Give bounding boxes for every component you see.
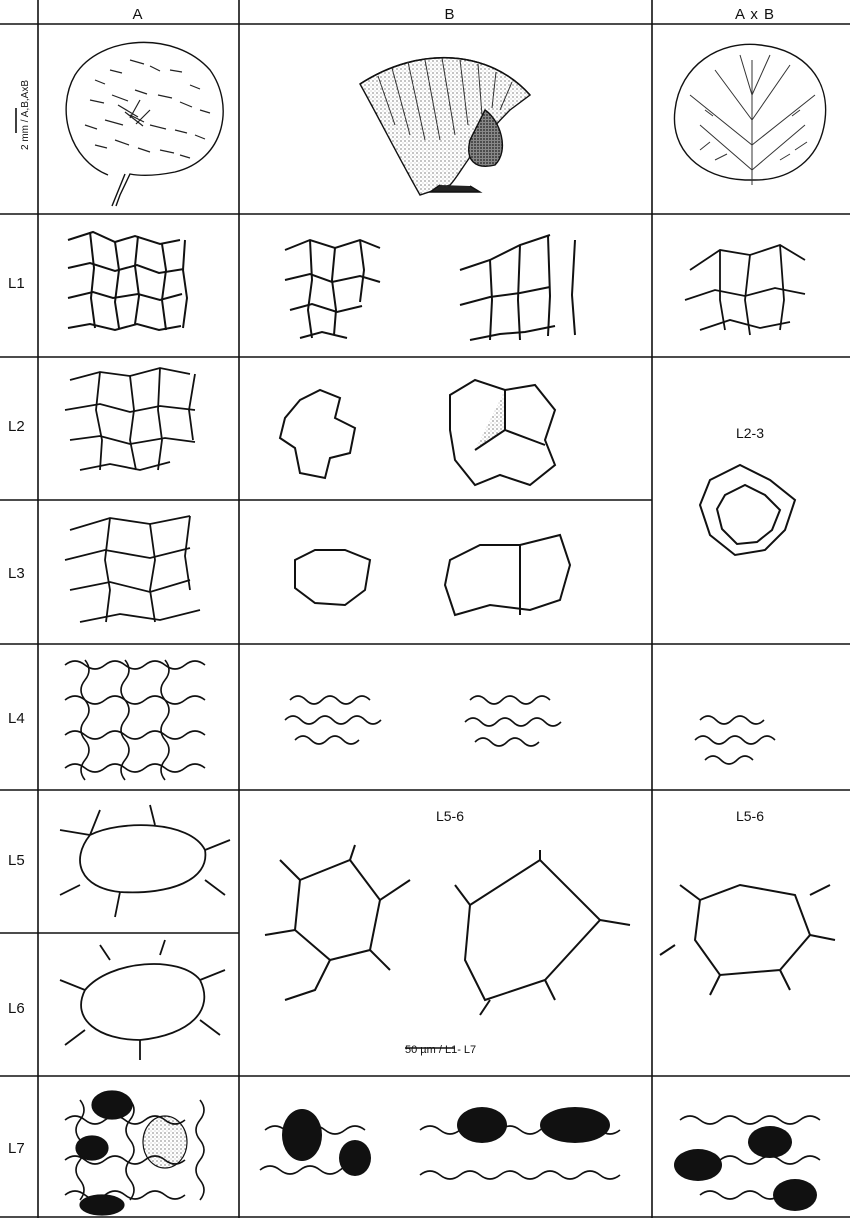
leaf-scale-target: / A,B,AxB: [20, 80, 31, 122]
leaf-axb-drawing: [674, 44, 825, 185]
cells-l4-b: [285, 696, 561, 746]
cells-l1-b: [285, 235, 575, 340]
row-label-l4: L4: [8, 710, 25, 727]
cell-scale-target: / L1- L7: [439, 1044, 476, 1056]
column-header-axb: A x B: [715, 6, 795, 23]
cells-l56-b: [265, 845, 630, 1015]
label-l23-axb: L2-3: [720, 425, 780, 441]
leaf-a-drawing: [66, 42, 223, 206]
cells-l2-b: [280, 380, 555, 485]
row-label-l7: L7: [8, 1140, 25, 1157]
stomata-l7-axb: [674, 1126, 817, 1211]
cells-l3-b: [295, 535, 570, 615]
cells-l23-axb: [700, 465, 795, 555]
cell-scale-value: 50 µm: [405, 1044, 436, 1056]
column-header-b: B: [430, 6, 470, 23]
column-header-a: A: [118, 6, 158, 23]
row-label-l2: L2: [8, 418, 25, 435]
label-l56-axb: L5-6: [720, 808, 780, 824]
cells-l1-a: [68, 232, 187, 330]
row-label-l5: L5: [8, 852, 25, 869]
stomata-l7-b: [282, 1107, 610, 1176]
cells-l5-a: [60, 805, 230, 917]
leaf-scale-text: 2 mm / A,B,AxB: [20, 80, 31, 150]
row-label-l1: L1: [8, 275, 25, 292]
cells-l1-axb: [685, 245, 805, 335]
cells-l3-a: [65, 516, 200, 622]
cells-l4-a: [65, 660, 205, 780]
cells-l2-a: [65, 368, 195, 470]
cells-l4-axb: [695, 716, 775, 764]
row-label-l3: L3: [8, 565, 25, 582]
cell-scale-text: 50 µm / L1- L7: [405, 1044, 476, 1056]
row-label-l6: L6: [8, 1000, 25, 1017]
leaf-scale-value: 2 mm: [20, 125, 31, 150]
label-l56-b: L5-6: [420, 808, 480, 824]
leaf-b-drawing: [360, 58, 530, 195]
cells-l56-axb: [660, 885, 835, 995]
cells-l6-a: [60, 940, 225, 1060]
